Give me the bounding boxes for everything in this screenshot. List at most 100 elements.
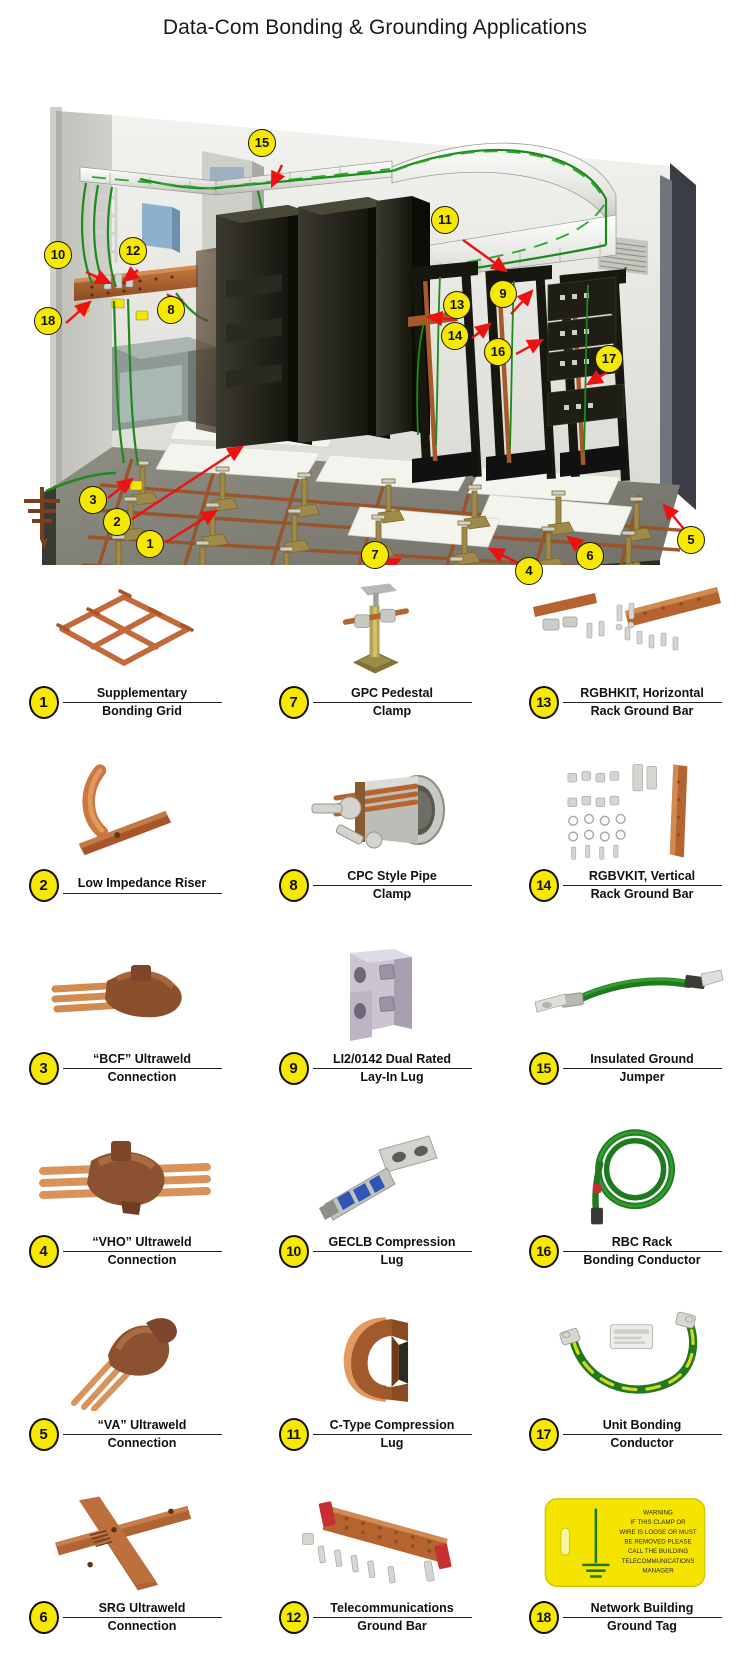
legend-badge-8[interactable]: 8 <box>278 868 309 902</box>
legend-label-12: Telecommunications Ground Bar <box>304 1601 472 1634</box>
legend-item-14[interactable]: 14 RGBVKIT, Vertical Rack Ground Bar <box>500 761 750 908</box>
legend-item-10[interactable]: 10 GECLB Compression Lug <box>250 1127 500 1274</box>
legend-badge-6[interactable]: 6 <box>28 1600 59 1634</box>
legend-label-17: Unit Bonding Conductor <box>554 1418 722 1451</box>
compression-lug-icon <box>264 1127 486 1228</box>
legend-label-4: “VHO” Ultraweld Connection <box>54 1235 222 1268</box>
callout-12[interactable]: 12 <box>119 237 147 265</box>
legend-item-5[interactable]: 5 “VA” Ultraweld Connection <box>0 1310 250 1457</box>
callout-15[interactable]: 15 <box>248 129 276 157</box>
legend-item-15[interactable]: 15 Insulated Ground Jumper <box>500 944 750 1091</box>
insulated-jumper-icon <box>514 944 736 1045</box>
svg-text:IF THIS CLAMP OR: IF THIS CLAMP OR <box>630 1519 686 1526</box>
legend-label-1: Supplementary Bonding Grid <box>54 686 222 719</box>
legend-badge-5[interactable]: 5 <box>28 1417 59 1451</box>
legend-label-16: RBC Rack Bonding Conductor <box>554 1235 722 1268</box>
legend-badge-7[interactable]: 7 <box>278 685 309 719</box>
legend-item-4[interactable]: 4 “VHO” Ultraweld Connection <box>0 1127 250 1274</box>
vho-ultraweld-icon <box>14 1127 236 1228</box>
rbc-coil-icon <box>514 1127 736 1228</box>
lay-in-lug-icon <box>264 944 486 1045</box>
legend-label-14: RGBVKIT, Vertical Rack Ground Bar <box>554 869 722 902</box>
legend-badge-11[interactable]: 11 <box>278 1417 309 1451</box>
legend-badge-10[interactable]: 10 <box>278 1234 309 1268</box>
callout-14[interactable]: 14 <box>441 322 469 350</box>
legend-badge-16[interactable]: 16 <box>528 1234 559 1268</box>
callout-5[interactable]: 5 <box>677 526 705 554</box>
legend-item-1[interactable]: 1 Supplementary Bonding Grid <box>0 578 250 725</box>
callout-18[interactable]: 18 <box>34 307 62 335</box>
callout-13[interactable]: 13 <box>443 291 471 319</box>
callout-6[interactable]: 6 <box>576 542 604 570</box>
srg-ultraweld-icon <box>14 1493 236 1594</box>
telecom-ground-bar-icon <box>264 1493 486 1594</box>
legend-badge-17[interactable]: 17 <box>528 1417 559 1451</box>
legend-item-18[interactable]: WARNING IF THIS CLAMP OR WIRE IS LOOSE O… <box>500 1493 750 1640</box>
svg-text:MANAGER: MANAGER <box>642 1568 674 1575</box>
svg-text:CALL THE BUILDING: CALL THE BUILDING <box>628 1548 689 1555</box>
c-type-lug-icon <box>264 1310 486 1411</box>
legend-badge-1[interactable]: 1 <box>28 685 59 719</box>
legend-grid: 1 Supplementary Bonding Grid <box>0 578 750 1673</box>
callout-11[interactable]: 11 <box>431 206 459 234</box>
legend-label-13: RGBHKIT, Horizontal Rack Ground Bar <box>554 686 722 719</box>
legend-item-11[interactable]: 11 C-Type Compression Lug <box>250 1310 500 1457</box>
legend-label-18: Network Building Ground Tag <box>554 1601 722 1634</box>
legend-badge-18[interactable]: 18 <box>528 1600 559 1634</box>
svg-text:BE REMOVED PLEASE: BE REMOVED PLEASE <box>624 1539 691 1546</box>
svg-text:WIRE IS LOOSE OR MUST: WIRE IS LOOSE OR MUST <box>619 1529 696 1536</box>
legend-item-17[interactable]: 17 Unit Bonding Conductor <box>500 1310 750 1457</box>
bonding-grid-icon <box>14 578 236 679</box>
legend-item-3[interactable]: 3 “BCF” Ultraweld Connection <box>0 944 250 1091</box>
bcf-ultraweld-icon <box>14 944 236 1045</box>
legend-item-2[interactable]: 2 Low Impedance Riser <box>0 761 250 908</box>
legend-label-3: “BCF” Ultraweld Connection <box>54 1052 222 1085</box>
legend-badge-3[interactable]: 3 <box>28 1051 59 1085</box>
legend-label-15: Insulated Ground Jumper <box>554 1052 722 1085</box>
legend-label-2: Low Impedance Riser <box>54 876 222 894</box>
legend-badge-15[interactable]: 15 <box>528 1051 559 1085</box>
legend-item-7[interactable]: 7 GPC Pedestal Clamp <box>250 578 500 725</box>
legend-badge-14[interactable]: 14 <box>528 868 559 902</box>
unit-bonding-icon <box>514 1310 736 1411</box>
callout-1[interactable]: 1 <box>136 530 164 558</box>
callout-16[interactable]: 16 <box>484 338 512 366</box>
legend-item-6[interactable]: 6 SRG Ultraweld Connection <box>0 1493 250 1640</box>
svg-text:TELECOMMUNICATIONS: TELECOMMUNICATIONS <box>622 1558 695 1565</box>
legend-badge-4[interactable]: 4 <box>28 1234 59 1268</box>
page-title: Data-Com Bonding & Grounding Application… <box>162 16 588 39</box>
pedestal-clamp-icon <box>264 578 486 679</box>
scene-illustration: 15 11 10 12 9 8 13 14 18 16 17 3 2 1 7 4… <box>20 55 730 585</box>
legend-item-9[interactable]: 9 LI2/0142 Dual Rated Lay-In Lug <box>250 944 500 1091</box>
legend-label-7: GPC Pedestal Clamp <box>304 686 472 719</box>
low-impedance-riser-icon <box>14 761 236 862</box>
callout-3[interactable]: 3 <box>79 486 107 514</box>
legend-badge-12[interactable]: 12 <box>278 1600 309 1634</box>
legend-label-6: SRG Ultraweld Connection <box>54 1601 222 1634</box>
legend-item-12[interactable]: 12 Telecommunications Ground Bar <box>250 1493 500 1640</box>
pipe-clamp-icon <box>264 761 486 862</box>
legend-label-5: “VA” Ultraweld Connection <box>54 1418 222 1451</box>
vertical-ground-bar-icon <box>514 761 736 862</box>
callout-7[interactable]: 7 <box>361 541 389 569</box>
legend-label-9: LI2/0142 Dual Rated Lay-In Lug <box>304 1052 472 1085</box>
horizontal-ground-bar-icon <box>514 578 736 679</box>
legend-label-10: GECLB Compression Lug <box>304 1235 472 1268</box>
callout-8[interactable]: 8 <box>157 296 185 324</box>
callout-10[interactable]: 10 <box>44 241 72 269</box>
callout-4[interactable]: 4 <box>515 557 543 585</box>
legend-badge-9[interactable]: 9 <box>278 1051 309 1085</box>
callout-17[interactable]: 17 <box>595 345 623 373</box>
legend-badge-2[interactable]: 2 <box>28 868 59 902</box>
legend-item-13[interactable]: 13 RGBHKIT, Horizontal Rack Ground Bar <box>500 578 750 725</box>
va-ultraweld-icon <box>14 1310 236 1411</box>
svg-text:WARNING: WARNING <box>643 1509 673 1516</box>
callout-9[interactable]: 9 <box>489 280 517 308</box>
legend-badge-13[interactable]: 13 <box>528 685 559 719</box>
legend-label-11: C-Type Compression Lug <box>304 1418 472 1451</box>
legend-item-8[interactable]: 8 CPC Style Pipe Clamp <box>250 761 500 908</box>
legend-item-16[interactable]: 16 RBC Rack Bonding Conductor <box>500 1127 750 1274</box>
callout-2[interactable]: 2 <box>103 508 131 536</box>
legend-label-8: CPC Style Pipe Clamp <box>304 869 472 902</box>
